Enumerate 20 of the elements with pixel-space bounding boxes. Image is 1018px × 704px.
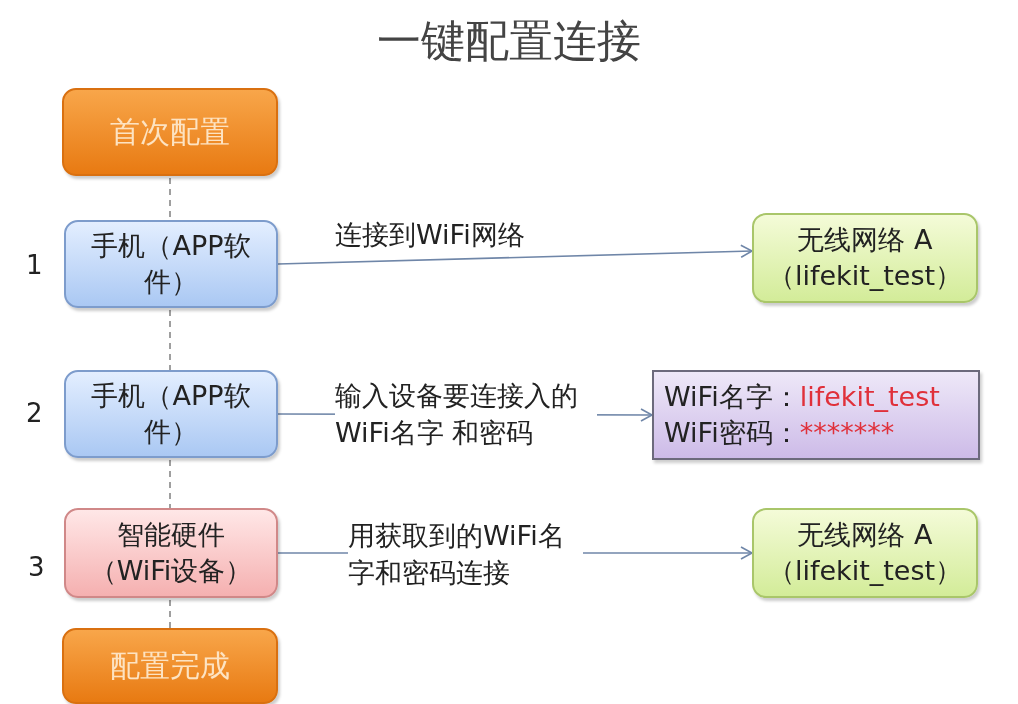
dashed-line: [169, 599, 171, 629]
field-label: WiFi名字：: [664, 380, 800, 414]
step-number: 3: [28, 552, 45, 582]
stage-box: 首次配置: [62, 88, 278, 176]
stage-box: 配置完成: [62, 628, 278, 704]
device-box: 智能硬件（WiFi设备）: [64, 508, 278, 598]
step-number: 2: [26, 398, 43, 428]
dashed-line: [169, 459, 171, 509]
field-value: lifekit_test: [799, 380, 940, 414]
network-box: 无线网络 A（lifekit_test）: [752, 213, 978, 303]
arrow: [277, 244, 753, 265]
network-box: 无线网络 A（lifekit_test）: [752, 508, 978, 598]
dashed-line: [169, 309, 171, 371]
field-value: *******: [799, 416, 896, 450]
device-box: 手机（APP软件）: [64, 220, 278, 308]
field-label: WiFi密码：: [664, 416, 800, 450]
step-number: 1: [26, 250, 43, 280]
device-box: 手机（APP软件）: [64, 370, 278, 458]
title: 一键配置连接: [377, 15, 641, 66]
info-box: [652, 370, 980, 460]
